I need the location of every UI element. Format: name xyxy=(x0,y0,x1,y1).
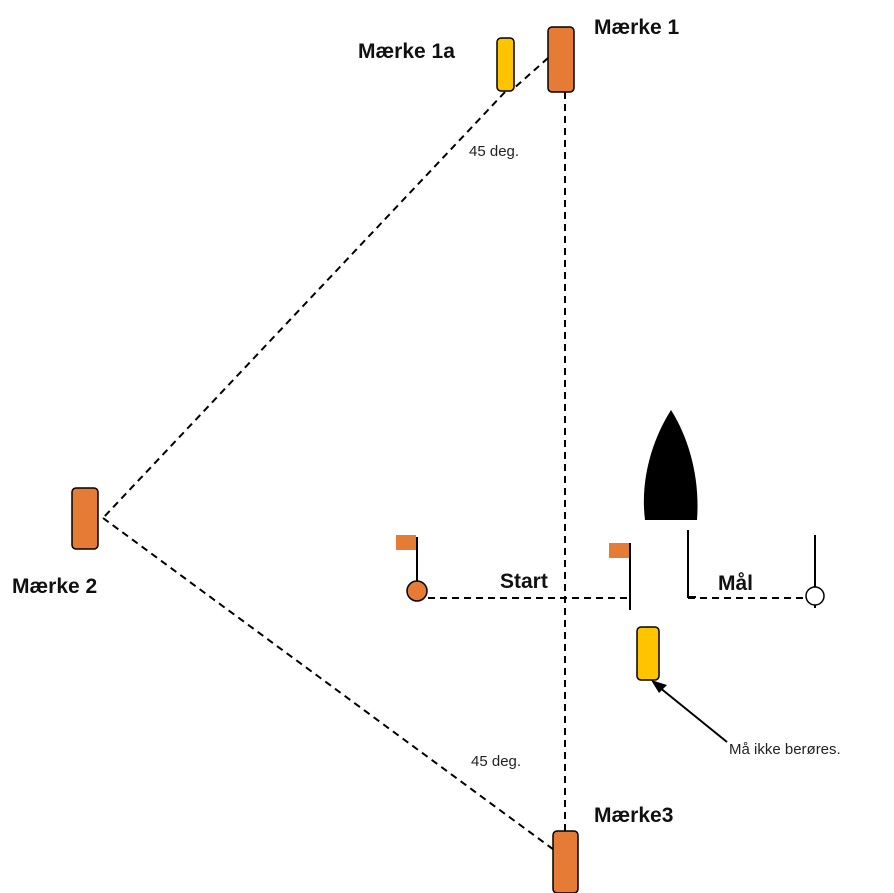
do-not-touch-note: Må ikke berøres. xyxy=(729,741,841,758)
mark2-label: Mærke 2 xyxy=(12,575,97,598)
start-label: Start xyxy=(500,570,548,593)
mark1a-label: Mærke 1a xyxy=(358,40,455,63)
start-pin-buoy xyxy=(396,535,428,602)
flag-icon xyxy=(396,535,416,550)
leg-line-mark2-to-mark3 xyxy=(102,517,566,859)
finish-label: Mål xyxy=(718,572,753,595)
sailboat-hull-icon xyxy=(643,410,698,520)
mark1-label: Mærke 1 xyxy=(594,16,680,39)
no-touch-buoy xyxy=(636,626,660,681)
mark3-label: Mærke3 xyxy=(594,804,673,827)
mark2-buoy xyxy=(71,487,99,550)
leg-line-mark1a-to-mark2 xyxy=(102,91,506,519)
note-arrow xyxy=(651,680,728,743)
finish-pin-buoy xyxy=(805,535,825,608)
angle-label-lower: 45 deg. xyxy=(471,753,521,770)
finish-pole-left xyxy=(687,530,696,598)
angle-label-upper: 45 deg. xyxy=(469,143,519,160)
start-flag-pole xyxy=(609,543,631,610)
mark3-buoy xyxy=(552,830,579,893)
flag-icon xyxy=(609,543,629,558)
mark1a-buoy xyxy=(496,37,515,92)
leg-line-mark1-to-mark1a xyxy=(511,49,558,91)
mark1-buoy xyxy=(547,26,575,93)
